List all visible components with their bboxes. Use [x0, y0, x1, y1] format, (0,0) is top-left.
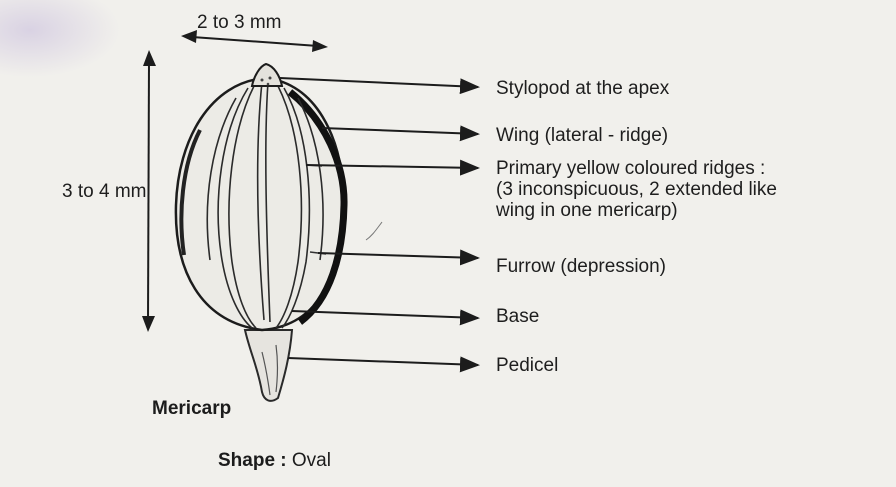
shape-key: Shape : [218, 450, 287, 471]
label-primary-ridges: Primary yellow coloured ridges : (3 inco… [496, 158, 777, 221]
leader-wing [322, 128, 478, 134]
leader-stylopod [280, 78, 478, 87]
label-stylopod: Stylopod at the apex [496, 78, 669, 100]
label-primary-ridges-line-1: Primary yellow coloured ridges : [496, 158, 777, 179]
leader-furrow [318, 253, 478, 258]
leader-base [292, 311, 478, 318]
pedicel-shape [245, 330, 292, 401]
label-pedicel: Pedicel [496, 355, 558, 377]
shape-value: Oval [292, 450, 331, 471]
leader-pedicel [288, 358, 478, 365]
label-wing: Wing (lateral - ridge) [496, 125, 668, 147]
label-base: Base [496, 306, 539, 328]
label-furrow: Furrow (depression) [496, 256, 666, 278]
stylopod [252, 64, 282, 86]
label-primary-ridges-line-2: (3 inconspicuous, 2 extended like [496, 179, 777, 200]
figure-title: Mericarp [152, 398, 231, 420]
label-primary-ridges-line-3: wing in one mericarp) [496, 200, 777, 221]
width-label: 2 to 3 mm [197, 12, 281, 34]
height-label: 3 to 4 mm [62, 181, 146, 203]
shape-caption: Shape : Oval [218, 450, 331, 472]
